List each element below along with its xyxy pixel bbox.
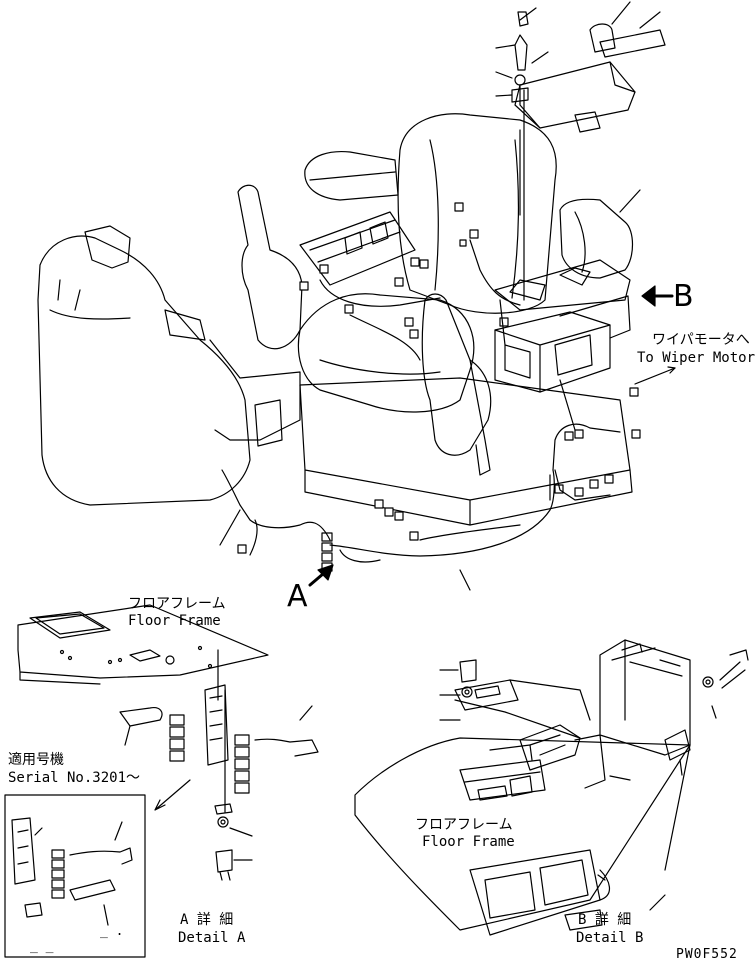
detail-b-title-jp: B 詳 細: [578, 912, 632, 928]
floor-frame-b-label-jp: フロアフレーム: [415, 817, 513, 833]
serial-label-en: Serial No.3201～: [8, 770, 141, 786]
view-b-letter: B: [673, 279, 694, 314]
base-frame: [299, 377, 631, 501]
tank-body: [37, 235, 251, 506]
wire-harness: [329, 469, 555, 557]
serial-detail-box: [4, 794, 146, 958]
left-joystick: [237, 184, 303, 350]
top-bracket: [514, 61, 636, 129]
detail-a-title-jp: A 詳 細: [180, 912, 234, 928]
detail-a-title-en: Detail A: [178, 930, 246, 946]
floor-frame-label-en: Floor Frame: [128, 613, 221, 629]
floor-frame-plate: [17, 604, 269, 679]
dash-marks: _ _: [30, 939, 54, 954]
seat-back: [397, 113, 557, 314]
drawing-code: PW0F552: [676, 947, 738, 962]
serial-label-jp: 適用号機: [8, 752, 64, 768]
wiper-arrow: [634, 367, 676, 385]
view-a-letter: A: [287, 579, 308, 614]
wiper-motor-label-en: To Wiper Motor: [637, 350, 755, 366]
wiper-motor-label-jp: ワイパモータへ: [652, 332, 750, 348]
detail-b: [354, 639, 749, 936]
controller-box: [494, 311, 611, 393]
floor-frame-b-label-en: Floor Frame: [422, 834, 515, 850]
floor-frame-label-jp: フロアフレーム: [128, 596, 226, 612]
controller-plate: [599, 639, 691, 756]
main-assembly: [37, 1, 676, 591]
right-joystick: [421, 293, 492, 456]
floor-frame-b: [354, 737, 691, 931]
seat: [297, 293, 475, 413]
dash-mark-2: _ .: [100, 924, 124, 939]
detail-b-title-en: Detail B: [576, 930, 644, 946]
detail-a: [4, 604, 319, 958]
